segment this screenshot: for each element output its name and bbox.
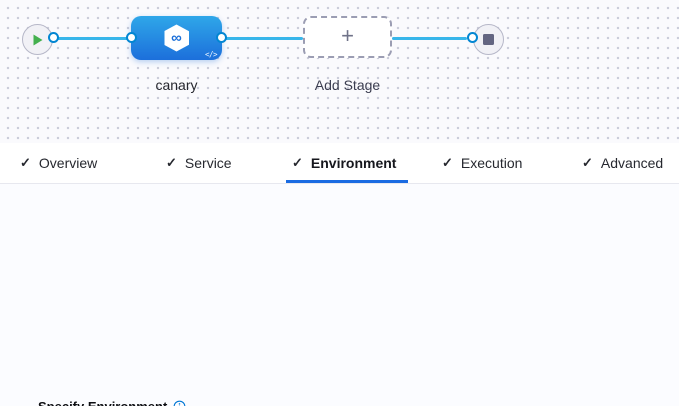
play-icon — [33, 34, 43, 45]
connector-port — [48, 32, 59, 43]
active-tab-underline — [286, 180, 408, 183]
check-icon: ✓ — [582, 155, 593, 170]
pipeline-canvas: ∞ </> + canary Add Stage — [0, 0, 679, 143]
tab-advanced[interactable]: ✓ Advanced — [582, 143, 663, 183]
environment-tab-panel: Specify Environment Σx ‹ Back Continue F… — [0, 184, 679, 406]
pipeline-end-node — [473, 24, 504, 55]
plus-icon: + — [341, 23, 354, 48]
tab-label: Advanced — [600, 155, 664, 171]
check-icon: ✓ — [20, 155, 31, 170]
stage-config-tabs: ✓ Overview ✓ Service ✓ Environment ✓ Exe… — [0, 143, 679, 184]
stop-icon — [483, 34, 494, 45]
tab-execution[interactable]: ✓ Execution — [442, 143, 522, 183]
connector-line — [222, 36, 303, 40]
check-icon: ✓ — [442, 155, 453, 170]
tab-label: Execution — [460, 155, 523, 171]
tab-label: Overview — [38, 155, 98, 171]
infinity-icon: ∞ — [171, 29, 182, 46]
info-icon[interactable] — [173, 400, 186, 406]
add-stage-button[interactable]: + — [303, 16, 392, 58]
connector-port — [467, 32, 478, 43]
code-toggle-icon[interactable]: </> — [204, 50, 218, 59]
tab-service[interactable]: ✓ Service — [166, 143, 232, 183]
specify-environment-label: Specify Environment — [38, 399, 186, 406]
connector-line — [53, 36, 131, 40]
check-icon: ✓ — [292, 155, 303, 170]
tab-label: Environment — [310, 155, 397, 171]
add-stage-label: Add Stage — [314, 77, 381, 93]
connector-port — [126, 32, 137, 43]
pipeline-start-node — [22, 24, 53, 55]
tab-overview[interactable]: ✓ Overview — [20, 143, 97, 183]
tab-label: Service — [184, 155, 232, 171]
stage-canary[interactable]: ∞ </> — [131, 16, 222, 60]
check-icon: ✓ — [166, 155, 177, 170]
field-label-text: Specify Environment — [38, 399, 167, 406]
connector-line — [392, 36, 467, 40]
stage-canary-label: canary — [155, 77, 198, 93]
connector-port — [216, 32, 227, 43]
deployment-stage-icon: ∞ — [164, 24, 189, 52]
tab-environment[interactable]: ✓ Environment — [292, 143, 396, 183]
